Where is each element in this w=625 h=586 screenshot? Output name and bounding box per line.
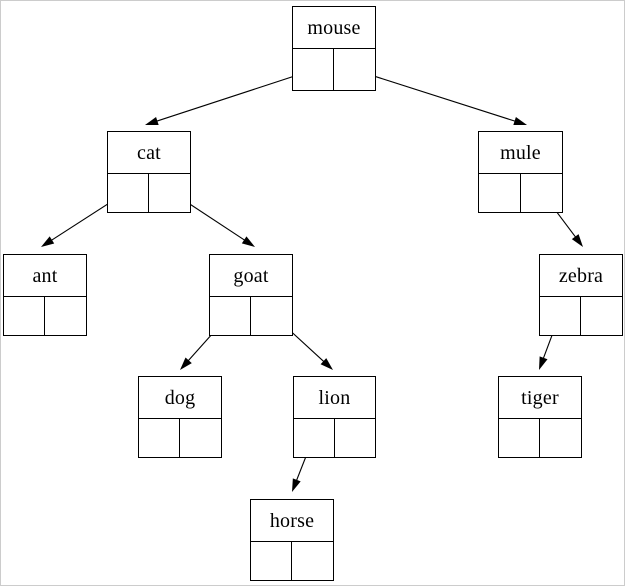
node-label-lion: lion [294,377,375,419]
node-pointer-row-cat [108,174,190,212]
node-label-zebra: zebra [540,255,622,297]
node-pointer-row-lion [294,419,375,457]
node-pointer-row-mule [479,174,562,212]
tree-node-lion[interactable]: lion [293,376,376,458]
node-left-pointer-horse[interactable] [251,542,292,580]
tree-node-cat[interactable]: cat [107,131,191,213]
edge-arrowhead [513,117,527,126]
tree-node-ant[interactable]: ant [3,254,87,336]
node-label-goat: goat [210,255,292,297]
tree-node-mule[interactable]: mule [478,131,563,213]
node-pointer-row-goat [210,297,292,335]
node-label-horse: horse [251,500,333,542]
node-left-pointer-lion[interactable] [294,419,335,457]
node-right-pointer-lion[interactable] [335,419,376,457]
edge-arrowhead [180,357,192,370]
edge-arrowhead [320,358,333,370]
edge-arrowhead [571,234,583,247]
node-pointer-row-zebra [540,297,622,335]
node-left-pointer-tiger[interactable] [499,419,540,457]
node-left-pointer-mule[interactable] [479,174,521,212]
node-left-pointer-goat[interactable] [210,297,251,335]
node-left-pointer-ant[interactable] [4,297,45,335]
node-right-pointer-zebra[interactable] [581,297,622,335]
edge-arrowhead [241,236,255,247]
edge-arrowhead [41,236,55,247]
node-pointer-row-mouse [293,49,375,90]
node-right-pointer-goat[interactable] [251,297,292,335]
tree-node-dog[interactable]: dog [138,376,222,458]
node-right-pointer-cat[interactable] [149,174,190,212]
node-label-dog: dog [139,377,221,419]
node-right-pointer-ant[interactable] [45,297,86,335]
tree-edge-mouse-to-mule [354,69,527,126]
node-pointer-row-dog [139,419,221,457]
node-pointer-row-horse [251,542,333,580]
node-left-pointer-dog[interactable] [139,419,180,457]
node-right-pointer-horse[interactable] [292,542,333,580]
node-right-pointer-mule[interactable] [521,174,563,212]
node-label-cat: cat [108,132,190,174]
node-right-pointer-mouse[interactable] [334,49,375,90]
node-pointer-row-ant [4,297,86,335]
node-right-pointer-dog[interactable] [180,419,221,457]
tree-node-mouse[interactable]: mouse [292,6,376,91]
node-left-pointer-mouse[interactable] [293,49,334,90]
tree-node-goat[interactable]: goat [209,254,293,336]
edge-arrowhead [145,116,159,125]
edge-line [155,69,314,123]
node-left-pointer-zebra[interactable] [540,297,581,335]
node-pointer-row-tiger [499,419,581,457]
tree-node-tiger[interactable]: tiger [498,376,582,458]
edge-line [354,69,517,123]
edge-arrowhead [539,356,548,370]
tree-node-horse[interactable]: horse [250,499,334,581]
node-label-mule: mule [479,132,562,174]
node-label-ant: ant [4,255,86,297]
edge-arrowhead [292,478,301,492]
node-right-pointer-tiger[interactable] [540,419,581,457]
tree-node-zebra[interactable]: zebra [539,254,623,336]
node-label-tiger: tiger [499,377,581,419]
tree-edge-mouse-to-cat [145,69,314,125]
node-label-mouse: mouse [293,7,375,49]
node-left-pointer-cat[interactable] [108,174,149,212]
